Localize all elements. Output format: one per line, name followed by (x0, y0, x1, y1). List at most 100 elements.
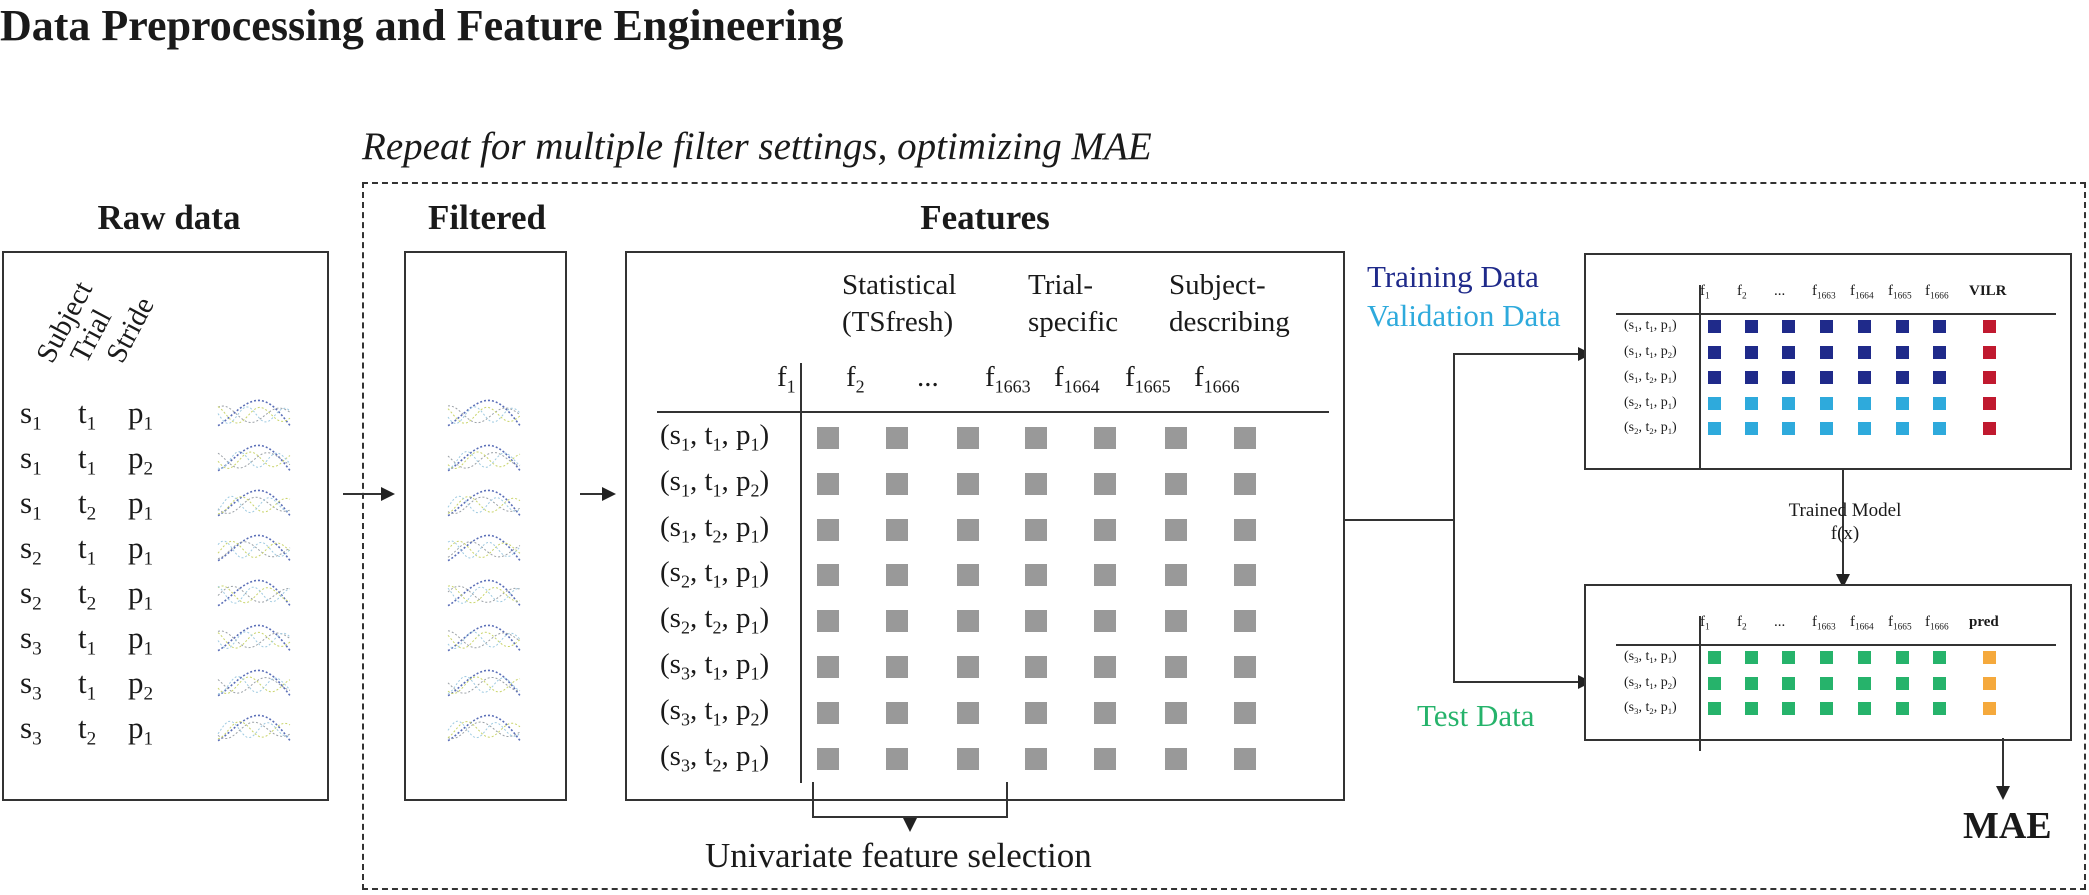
feature-value-cell (817, 747, 839, 770)
symbol-base: , t (689, 464, 713, 497)
symbol-subscript: 1 (750, 525, 760, 546)
table-feature-cell (1858, 676, 1871, 690)
symbol-base: t (78, 575, 87, 610)
table-row-label: (s2, t1, p1) (1624, 395, 1677, 411)
signal-trace (217, 495, 291, 514)
signal-trace (217, 721, 291, 740)
filtered-signal-plot (447, 579, 521, 607)
feature-value-cell (957, 472, 979, 495)
table-header-rule (1616, 313, 2056, 315)
symbol-base: f (777, 361, 787, 393)
symbol-subscript: 2 (680, 617, 690, 638)
symbol-subscript: 3 (32, 728, 42, 750)
symbol-subscript: 1 (86, 638, 97, 660)
symbol-base: , t (1638, 674, 1650, 690)
filtered-signal-plot (447, 399, 521, 427)
symbol-subscript: 2 (1667, 349, 1673, 360)
symbol-base: (s (1624, 700, 1635, 715)
symbol-base: (s (660, 419, 681, 451)
signal-trace (447, 489, 521, 517)
feature-value-cell (957, 656, 979, 678)
symbol-subscript: 2 (680, 571, 690, 592)
table-feature-cell (1820, 345, 1833, 359)
arrow-mae (2002, 738, 2004, 788)
table-column-header: f1663 (1812, 614, 1836, 632)
feature-value-cell (886, 427, 908, 449)
feature-value-cell (957, 610, 979, 633)
symbol-subscript: 1 (143, 728, 154, 750)
tuple-close: ) (1672, 420, 1677, 435)
signal-trace (447, 540, 521, 559)
feature-value-cell (957, 518, 979, 541)
table-feature-cell (1858, 702, 1871, 715)
signal-trace (447, 406, 521, 425)
symbol-base: (s (1624, 649, 1635, 664)
table-feature-cell (1858, 371, 1871, 384)
table-target-cell (1983, 676, 1996, 690)
symbol-base: , p (1653, 420, 1668, 435)
filtered-signal-plot (447, 669, 521, 697)
feature-value-cell (886, 518, 908, 541)
feature-group-line1: Statistical (842, 269, 957, 301)
symbol-base: , p (721, 510, 751, 543)
symbol-subscript: 1 (712, 434, 722, 455)
symbol-base: p (128, 440, 144, 475)
symbol-base: f (1054, 361, 1064, 393)
symbol-base: , p (1653, 649, 1668, 664)
signal-trace (447, 496, 521, 514)
feature-row-label: (s2, t2, p1) (660, 602, 769, 638)
feature-group-label: Trial-specific (1028, 267, 1118, 341)
symbol-base: (s (1624, 394, 1635, 410)
symbol-base: p (128, 530, 144, 565)
symbol-base: (s (660, 739, 681, 772)
symbol-base: , t (1638, 420, 1650, 435)
feature-group-line1: Subject- (1169, 269, 1266, 301)
signal-trace (447, 669, 521, 697)
symbol-base: f (1850, 614, 1855, 630)
tuple-close: ) (1672, 343, 1677, 359)
filtered-signal-plot (447, 534, 521, 562)
table-feature-cell (1745, 422, 1758, 435)
table-feature-cell (1745, 702, 1758, 715)
raw-signal-plot (217, 669, 291, 697)
symbol-subscript: 1663 (1817, 622, 1836, 633)
filtered-header: Filtered (428, 198, 546, 237)
table-feature-cell (1782, 422, 1795, 435)
table-feature-cell (1858, 422, 1871, 435)
table-feature-cell (1782, 676, 1795, 690)
symbol-subscript: 2 (86, 728, 97, 750)
table-feature-cell (1782, 702, 1795, 715)
signal-trace (217, 721, 291, 740)
symbol-subscript: 1 (86, 683, 97, 705)
feature-value-cell (1165, 564, 1187, 587)
symbol-base: , p (1653, 674, 1668, 690)
symbol-base: (s (1624, 318, 1635, 333)
symbol-base: , t (689, 602, 713, 635)
table-column-header: f1663 (1812, 283, 1836, 301)
symbol-base: , p (721, 556, 751, 589)
table-column-header: f2 (1737, 614, 1747, 632)
symbol-base: , t (1638, 343, 1650, 359)
signal-trace (447, 720, 521, 739)
raw-cell-p: p1 (128, 710, 153, 751)
symbol-base: , p (1653, 318, 1668, 333)
raw-cell-t: t1 (78, 530, 96, 571)
table-row-label: (s3, t1, p1) (1624, 649, 1677, 665)
selection-bracket-arrow (903, 818, 917, 832)
symbol-base: , t (1638, 700, 1650, 715)
symbol-subscript: 3 (1634, 680, 1639, 691)
trained-model-line2: f(x) (1830, 523, 1860, 544)
symbol-subscript: 1 (1649, 400, 1654, 411)
table-header-rule (1616, 644, 2056, 646)
features-header: Features (920, 198, 1050, 237)
signal-trace (447, 631, 521, 649)
table-target-header: VILR (1969, 283, 2007, 299)
signal-trace (447, 496, 521, 514)
symbol-base: f (985, 361, 995, 393)
feature-value-cell (1025, 472, 1047, 495)
symbol-subscript: 1664 (1855, 622, 1874, 633)
